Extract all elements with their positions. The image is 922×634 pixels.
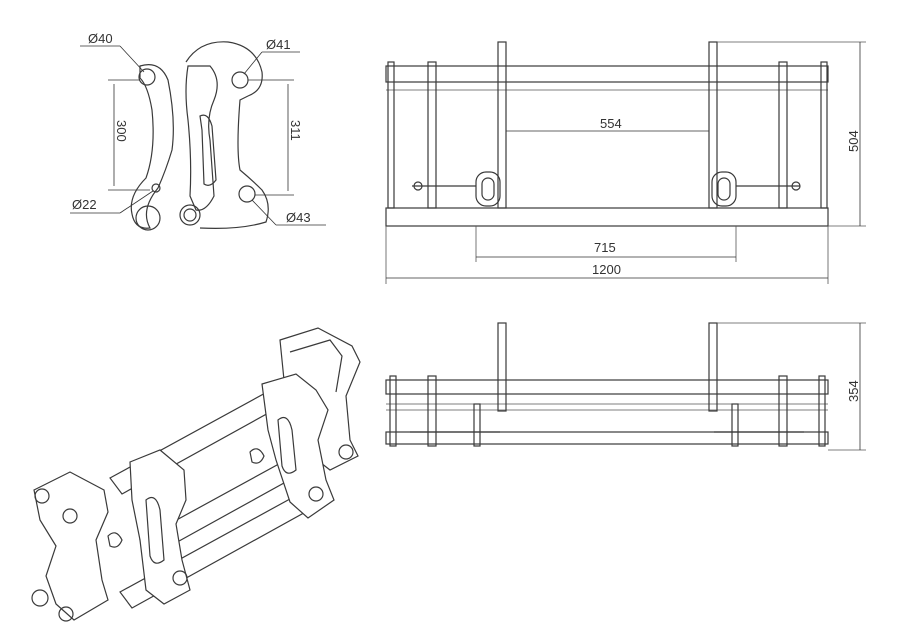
front-left-ring (475, 171, 501, 207)
label-dim-300: 300 (114, 120, 129, 142)
front-left-hook (497, 41, 507, 209)
label-hole-22: Ø22 (72, 197, 97, 212)
side-view: Ø40 Ø41 Ø22 Ø43 300 311 (70, 31, 326, 231)
iso-mid-back-slot (277, 417, 297, 474)
front-left-pin-knob (413, 181, 423, 191)
iso-front-top-hole (34, 488, 50, 504)
label-hole-40: Ø40 (88, 31, 113, 46)
label-dim-554: 554 (600, 116, 622, 131)
iso-chain-link-rear (249, 448, 265, 464)
top-bottom-bar (385, 431, 829, 445)
iso-front-plate (33, 471, 109, 621)
iso-front-mid-hole (62, 508, 78, 524)
side-hook-top-arc (185, 41, 269, 229)
iso-front-bottom-hole-left (31, 589, 49, 607)
front-right-plate-2 (820, 61, 828, 209)
top-right-hook (708, 322, 718, 412)
hole-43-circle (238, 185, 256, 203)
iso-back-plate-edge (289, 339, 343, 393)
leader-43-arrow (251, 199, 277, 226)
top-left-plate-1 (389, 375, 397, 447)
label-hole-43: Ø43 (286, 210, 311, 225)
front-left-ring-inner (481, 177, 495, 201)
top-right-plate-3 (731, 403, 739, 447)
top-left-hook (497, 322, 507, 412)
front-top-bar (385, 65, 829, 83)
iso-mid-back-plate (261, 373, 335, 519)
label-dim-504: 504 (846, 130, 861, 152)
iso-back-pin-hole (308, 486, 324, 502)
top-main-bar (385, 379, 829, 395)
label-dim-1200: 1200 (592, 262, 621, 277)
label-hole-41: Ø41 (266, 37, 291, 52)
front-right-hook (708, 41, 718, 209)
iso-mid-front-plate (129, 449, 191, 605)
front-left-plate-2 (427, 61, 437, 209)
front-right-pin-knob (791, 181, 801, 191)
side-hook-plate (185, 65, 218, 211)
isometric-view (31, 327, 361, 622)
bottom-left-pin-circle (135, 205, 161, 231)
side-hook-slot (199, 114, 217, 186)
side-left-bracket (130, 64, 174, 229)
front-view: 554 715 1200 504 (385, 41, 866, 284)
iso-chain-link (107, 532, 123, 548)
front-right-ring (711, 171, 737, 207)
top-right-plate-2 (778, 375, 788, 447)
leader-41-arrow (243, 51, 263, 75)
front-bottom-bar (385, 207, 829, 227)
bottom-mid-pin-inner (183, 208, 197, 222)
leader-22-arrow (119, 190, 154, 214)
leader-40-arrow (119, 45, 145, 73)
label-dim-715: 715 (594, 240, 616, 255)
hole-22-circle (151, 183, 161, 193)
top-right-plate-1 (818, 375, 826, 447)
hole-41-circle (231, 71, 249, 89)
iso-mid-pin-hole (172, 570, 188, 586)
label-dim-354: 354 (846, 380, 861, 402)
iso-mid-front-slot (145, 497, 165, 564)
top-left-plate-2 (427, 375, 437, 447)
front-left-plate-1 (387, 61, 395, 209)
label-dim-311: 311 (288, 120, 303, 141)
iso-rear-pin-hole (338, 444, 354, 460)
front-right-ring-inner (717, 177, 731, 201)
iso-front-bottom-hole-right (58, 606, 74, 622)
front-right-plate-1 (778, 61, 788, 209)
top-view: 354 (385, 322, 866, 451)
hole-40-circle (138, 68, 156, 86)
bottom-mid-pin-circle (179, 204, 201, 226)
top-left-plate-3 (473, 403, 481, 447)
